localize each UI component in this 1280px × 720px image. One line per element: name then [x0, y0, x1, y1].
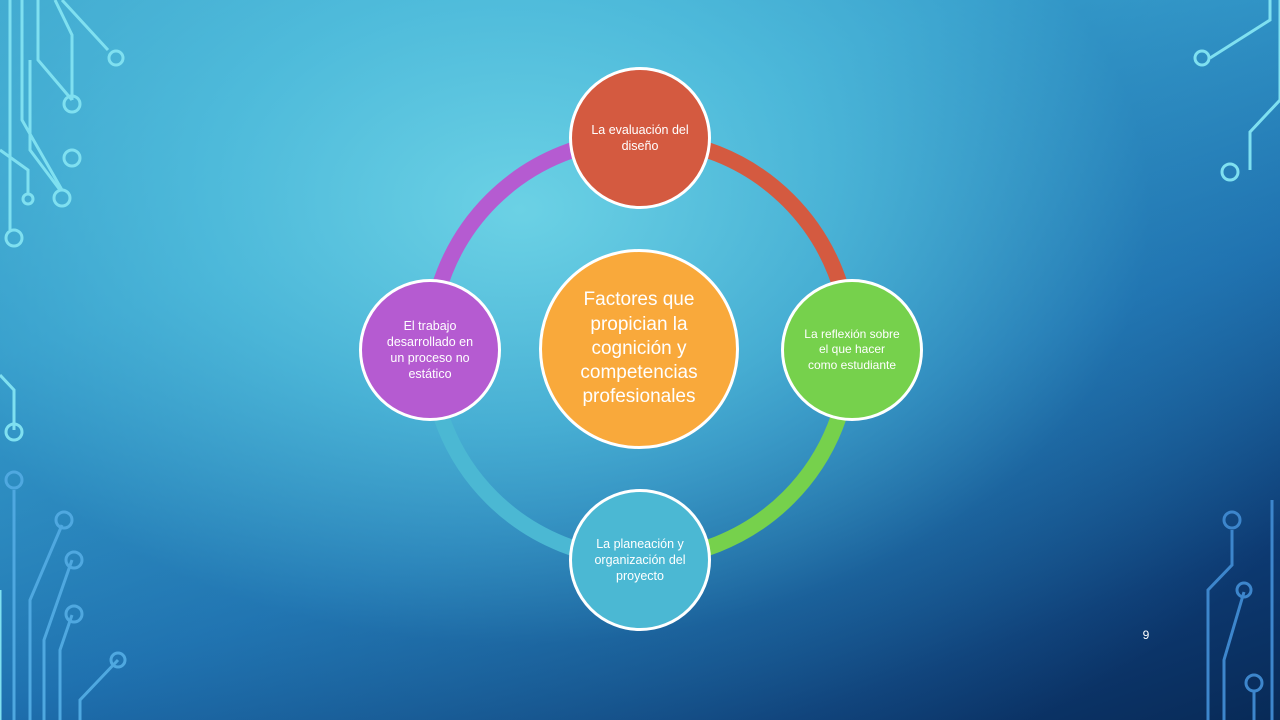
node-student-reflection: La reflexión sobre el que hacer como est…	[781, 279, 923, 421]
node-project-planning: La planeación y organización del proyect…	[569, 489, 711, 631]
node-center-factors: Factores que propician la cognición y co…	[539, 249, 739, 449]
node-design-evaluation: La evaluación del diseño	[569, 67, 711, 209]
node-label: La evaluación del diseño	[591, 123, 689, 153]
circuit-decoration-right	[1193, 0, 1280, 720]
node-label: El trabajo desarrollado en un proceso no…	[386, 319, 474, 381]
node-label: La planeación y organización del proyect…	[594, 537, 686, 583]
page-number: 9	[1142, 628, 1150, 642]
node-dynamic-process: El trabajo desarrollado en un proceso no…	[359, 279, 501, 421]
center-label: Factores que propician la cognición y co…	[580, 289, 698, 408]
node-label: La reflexión sobre el que hacer como est…	[804, 326, 900, 372]
circuit-decoration-left	[0, 0, 127, 720]
